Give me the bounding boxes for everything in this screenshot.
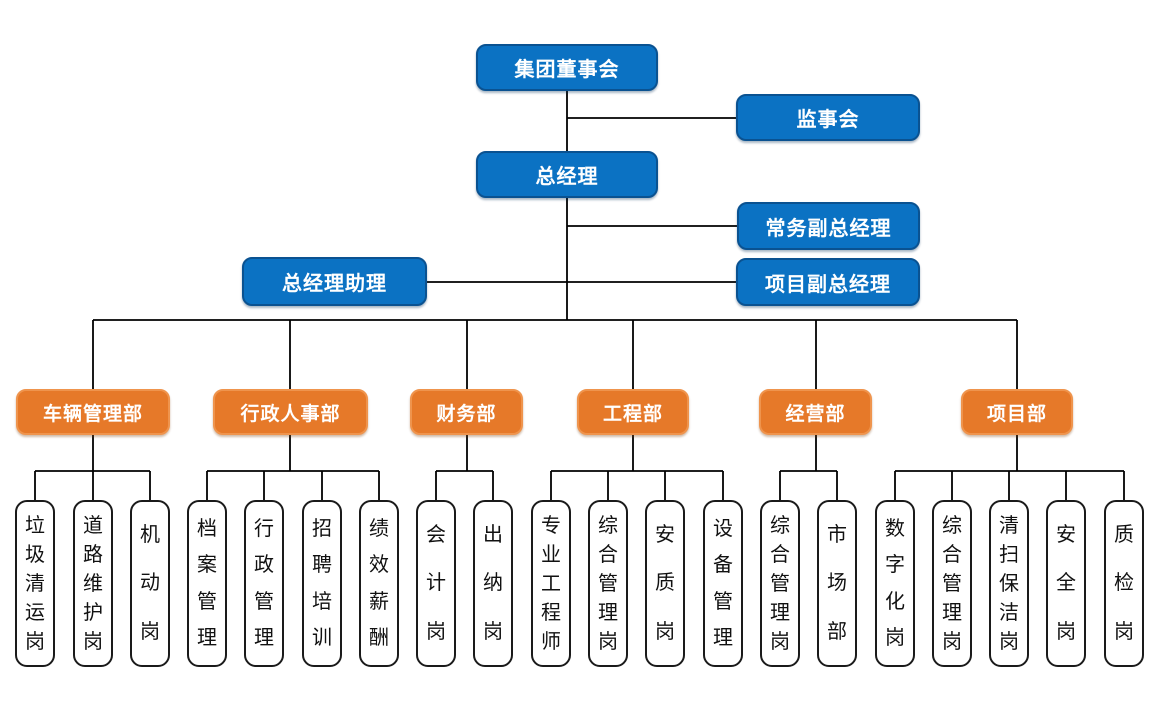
dept-node-admin-hr: 行政人事部 [213,389,368,435]
org-node-board: 集团董事会 [476,44,658,91]
position-node: 安全岗 [1046,500,1086,667]
dept-node-project: 项目部 [961,389,1073,435]
position-node: 市场部 [817,500,857,667]
org-node-project-deputy-gm: 项目副总经理 [736,258,920,306]
position-node: 设备管理 [703,500,743,667]
position-node: 出纳岗 [473,500,513,667]
position-node: 会计岗 [416,500,456,667]
org-node-gm-assistant: 总经理助理 [242,257,427,306]
dept-node-vehicle-management: 车辆管理部 [16,389,170,435]
position-node: 档案管理 [187,500,227,667]
org-node-executive-deputy-gm: 常务副总经理 [737,202,920,250]
position-node: 招聘培训 [302,500,342,667]
org-node-supervisory-board: 监事会 [736,94,920,141]
dept-node-finance: 财务部 [410,389,523,435]
org-node-general-manager: 总经理 [476,151,658,198]
position-node: 清扫保洁岗 [989,500,1029,667]
position-node: 道路维护岗 [73,500,113,667]
dept-node-engineering: 工程部 [577,389,689,435]
position-node: 专业工程师 [531,500,571,667]
position-node: 质检岗 [1104,500,1144,667]
position-node: 机动岗 [130,500,170,667]
position-node: 行政管理 [244,500,284,667]
position-node: 垃圾清运岗 [15,500,55,667]
position-node: 数字化岗 [875,500,915,667]
position-node: 安质岗 [645,500,685,667]
position-node: 综合管理岗 [588,500,628,667]
dept-node-operations: 经营部 [759,389,872,435]
position-node: 综合管理岗 [932,500,972,667]
position-node: 综合管理岗 [760,500,800,667]
position-node: 绩效薪酬 [359,500,399,667]
